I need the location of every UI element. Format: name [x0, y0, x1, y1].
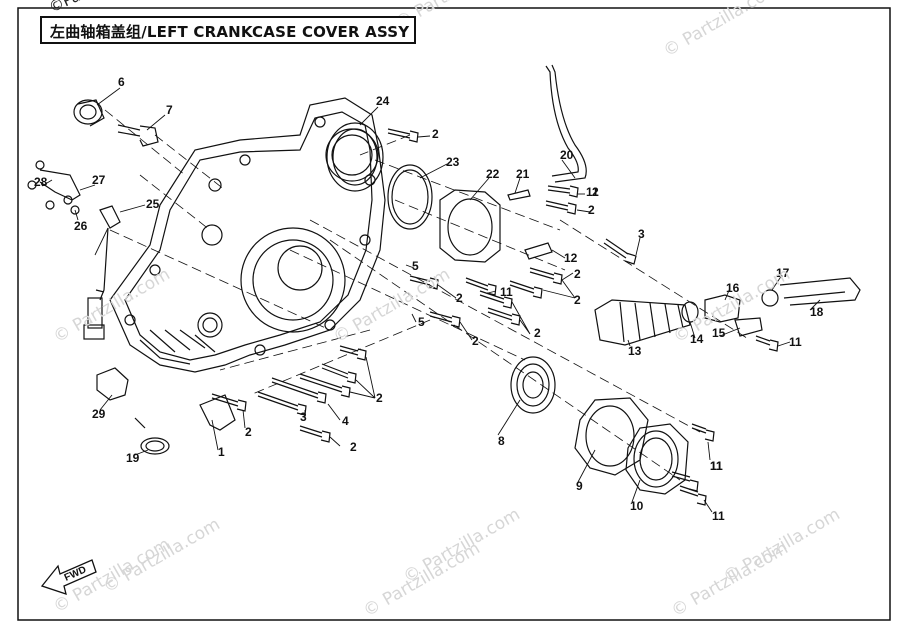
callout-label: 2 — [432, 127, 439, 141]
callout-label: 11 — [586, 185, 599, 199]
diagram-title: 左曲轴箱盖组/LEFT CRANKCASE COVER ASSY — [50, 23, 410, 41]
callout-label: 27 — [92, 173, 106, 187]
callout-label: 2 — [376, 391, 383, 405]
callout-label: 2 — [245, 425, 252, 439]
callout-label: 11 — [712, 509, 725, 523]
callout-label: 11 — [789, 335, 802, 349]
callout-label: 8 — [498, 434, 505, 448]
callout-label: 26 — [74, 219, 88, 233]
callout-label: 11 — [710, 459, 723, 473]
callout-labels: 1222222222223345567891011111111111112131… — [34, 75, 824, 523]
callout-label: 11 — [500, 285, 513, 299]
callout-label: 17 — [776, 266, 790, 280]
callout-label: 14 — [690, 332, 704, 346]
callout-label: 5 — [418, 315, 425, 329]
callout-label: 25 — [146, 197, 160, 211]
callout-label: 13 — [628, 344, 642, 358]
leader-lines — [41, 87, 821, 513]
callout-label: 2 — [350, 440, 357, 454]
callout-label: 20 — [560, 148, 574, 162]
callout-label: 10 — [630, 499, 644, 513]
callout-label: 2 — [588, 203, 595, 217]
callout-label: 1 — [218, 445, 225, 459]
assembly-lines — [104, 109, 751, 481]
callout-label: 23 — [446, 155, 460, 169]
callout-label: 9 — [576, 479, 583, 493]
callout-label: 2 — [574, 267, 581, 281]
diagram-title-box: 左曲轴箱盖组/LEFT CRANKCASE COVER ASSY — [40, 16, 416, 44]
crankcase-cover — [109, 97, 386, 373]
callout-label: 22 — [486, 167, 500, 181]
callout-label: 2 — [574, 293, 581, 307]
callout-label: 11 — [710, 459, 723, 473]
callout-label: 2 — [472, 334, 479, 348]
callout-label: 5 — [412, 259, 419, 273]
callout-label: 2 — [534, 326, 541, 340]
callout-label: 7 — [166, 103, 173, 117]
callout-label: 19 — [126, 451, 140, 465]
callout-label: 18 — [810, 305, 824, 319]
callout-label: 6 — [118, 75, 125, 89]
callout-label: 2 — [592, 185, 599, 199]
callout-label: 29 — [92, 407, 106, 421]
callout-label: 3 — [638, 227, 645, 241]
callout-label: 16 — [726, 281, 740, 295]
callout-label: 3 — [300, 410, 307, 424]
callout-label: 28 — [34, 175, 48, 189]
callout-label: 2 — [456, 291, 463, 305]
callout-label: 21 — [516, 167, 530, 181]
callout-label: 15 — [712, 326, 726, 340]
bolts — [211, 128, 779, 506]
callout-label: 24 — [376, 94, 390, 108]
callout-label: 4 — [342, 414, 349, 428]
callout-label: 12 — [564, 251, 578, 265]
